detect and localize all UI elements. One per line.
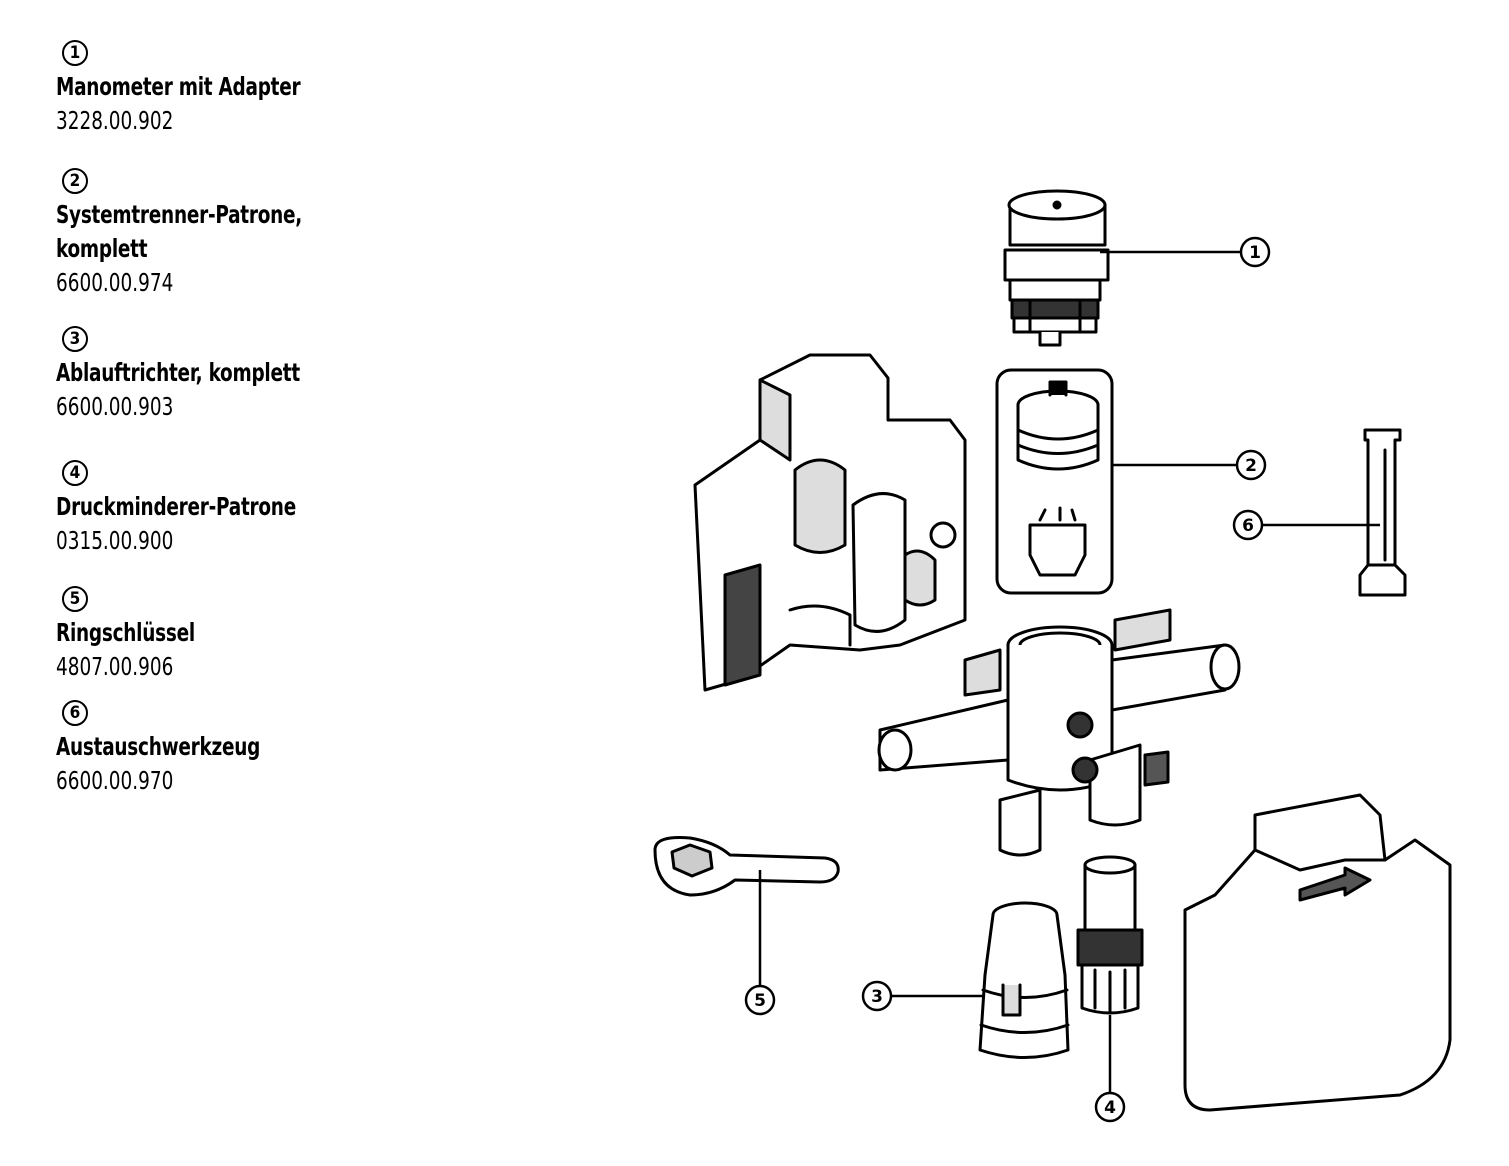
legend-part-no-1: 3228.00.902 (56, 106, 174, 135)
legend-part-no-4: 0315.00.900 (56, 526, 174, 555)
legend-name-6: Austauschwerkzeug (56, 732, 261, 761)
callout-label-3: 3 (871, 987, 883, 1007)
legend-part-no-3: 6600.00.903 (56, 392, 174, 421)
valve-body-part (877, 608, 1241, 857)
legend-name-2-line1: Systemtrenner-Patrone, (56, 200, 303, 229)
callout-circle-5 (744, 984, 776, 1016)
legend-name-2-line2: komplett (56, 234, 148, 263)
callout-label-5: 5 (754, 991, 766, 1011)
legend-part-no-5: 4807.00.906 (56, 652, 174, 681)
callout-circle-1 (1239, 236, 1271, 268)
callout-circle-3 (861, 980, 893, 1012)
legend-entry-4: 4 Druckminderer-Patrone 0315.00.900 (56, 460, 349, 558)
legend-entry-1: 1 Manometer mit Adapter 3228.00.902 (56, 40, 354, 138)
legend-name-3: Ablauftrichter, komplett (56, 358, 300, 387)
callout-label-1: 1 (1249, 243, 1261, 263)
callout-label-6: 6 (1242, 516, 1254, 536)
legend-name-1: Manometer mit Adapter (56, 72, 301, 101)
legend-entry-3: 3 Ablauftrichter, komplett 6600.00.903 (56, 326, 353, 424)
legend-part-no-6: 6600.00.970 (56, 766, 174, 795)
legend-number-2: 2 (62, 168, 88, 194)
legend-number-6: 6 (62, 700, 88, 726)
exchange-tool-part (1358, 428, 1407, 597)
ring-wrench-part (653, 836, 840, 897)
legend-entry-5: 5 Ringschlüssel 4807.00.906 (56, 586, 225, 684)
backflow-cartridge-part (995, 368, 1114, 595)
legend-number-3: 3 (62, 326, 88, 352)
callout-circle-4 (1094, 1091, 1126, 1123)
callout-label-4: 4 (1104, 1098, 1116, 1118)
legend-number-5: 5 (62, 586, 88, 612)
manometer-part (1003, 189, 1110, 347)
callout-circle-6 (1232, 509, 1264, 541)
legend-name-5: Ringschlüssel (56, 618, 195, 647)
cover-part (1183, 793, 1452, 1112)
legend-part-no-2: 6600.00.974 (56, 268, 174, 297)
legend-entry-2: 2 Systemtrenner-Patrone, komplett 6600.0… (56, 168, 356, 300)
drain-funnel-part (978, 901, 1070, 1059)
legend-name-4: Druckminderer-Patrone (56, 492, 296, 521)
legend-number-4: 4 (62, 460, 88, 486)
legend-number-1: 1 (62, 40, 88, 66)
pressure-reducer-part (1076, 855, 1144, 1015)
callout-circle-2 (1235, 449, 1267, 481)
housing-part (693, 353, 967, 692)
callout-label-2: 2 (1245, 456, 1257, 476)
legend-entry-6: 6 Austauschwerkzeug 6600.00.970 (56, 700, 305, 798)
